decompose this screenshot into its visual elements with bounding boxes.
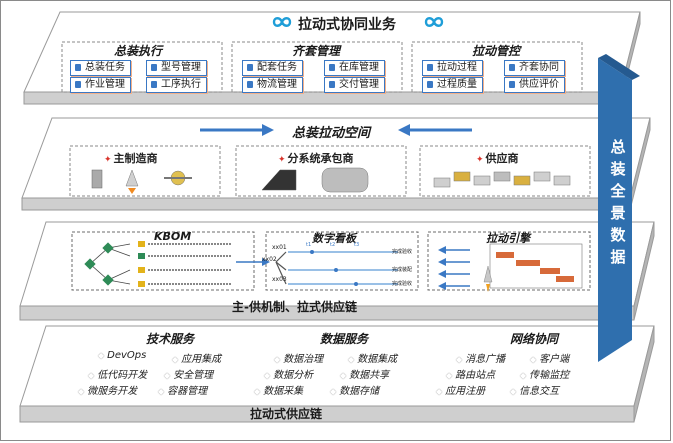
- chip-supply-evaluation[interactable]: 供应评价: [504, 77, 565, 93]
- net-item-broadcast[interactable]: 消息广播: [456, 350, 505, 365]
- chip-inventory-management[interactable]: 在库管理: [324, 60, 385, 76]
- sidebar-char-1: 总: [610, 138, 626, 156]
- tech-item-devops[interactable]: DevOps: [98, 350, 146, 361]
- data-item-analysis[interactable]: 数据分析: [264, 366, 313, 381]
- chip-logistics-management[interactable]: 物流管理: [242, 77, 303, 93]
- chip-kit-task[interactable]: 配套任务: [242, 60, 303, 76]
- board-label-2: xx02: [262, 256, 277, 263]
- data-item-storage[interactable]: 数据存储: [330, 382, 379, 397]
- board-time-3: t3: [354, 242, 360, 248]
- group-assembly-title: 总装执行: [114, 44, 163, 58]
- board-label-1: xx01: [272, 244, 287, 251]
- layer-3-footer: 主-供机制、拉式供应链: [232, 300, 357, 314]
- chip-process-quality[interactable]: 过程质量: [422, 77, 483, 93]
- chip-pull-process[interactable]: 拉动过程: [422, 60, 483, 76]
- sidebar-char-5: 数: [610, 226, 626, 244]
- net-item-routing[interactable]: 路由站点: [446, 366, 495, 381]
- group-kit-title: 齐套管理: [292, 44, 341, 58]
- tech-item-low-code[interactable]: 低代码开发: [88, 366, 147, 381]
- supplier-products: [433, 171, 571, 188]
- engine-to-board-arrows: [446, 249, 470, 287]
- board-label-3: xx03: [272, 276, 287, 283]
- layer-4-footer: 拉动式供应链: [250, 407, 323, 421]
- data-item-sharing[interactable]: 数据共享: [340, 366, 389, 381]
- data-item-integration[interactable]: 数据集成: [348, 350, 397, 365]
- board-lines: [275, 250, 398, 286]
- panorama-data-arrow: [598, 54, 640, 362]
- net-item-interaction[interactable]: 信息交互: [510, 382, 559, 397]
- chip-delivery-management[interactable]: 交付管理: [324, 77, 385, 93]
- chip-process-execution[interactable]: 工序执行: [146, 77, 207, 93]
- subsystem-products: [261, 167, 369, 193]
- board-status-1: 完成验收: [392, 249, 413, 255]
- tech-item-container[interactable]: 容器管理: [158, 382, 207, 397]
- panel-kbom-title: KBOM: [154, 230, 192, 243]
- panel-pull-engine-title: 拉动引擎: [486, 232, 530, 245]
- sidebar-char-3: 全: [610, 182, 626, 200]
- layer-2-group-outlines: [69, 145, 591, 197]
- space-arrows: [200, 124, 472, 136]
- network-title: 网络协同: [510, 332, 559, 346]
- layer-1-group-outlines: [61, 41, 583, 93]
- tech-service-title: 技术服务: [146, 332, 195, 346]
- data-service-title: 数据服务: [320, 332, 369, 346]
- layer-1-title: 拉动式协同业务: [298, 17, 396, 33]
- infinity-logo-left: [272, 17, 292, 27]
- supplier-label: 供应商: [476, 150, 519, 166]
- net-item-registration[interactable]: 应用注册: [436, 382, 485, 397]
- group-pull-control-title: 拉动管控: [472, 44, 521, 58]
- chip-kit-collaboration[interactable]: 齐套协同: [504, 60, 565, 76]
- board-status-2: 完成装配: [392, 267, 413, 273]
- sidebar-char-2: 装: [610, 160, 626, 178]
- engine-arrowheads: [438, 246, 446, 290]
- layer-2-title: 总装拉动空间: [292, 126, 371, 141]
- tech-item-app-integration[interactable]: 应用集成: [172, 350, 221, 365]
- data-item-governance[interactable]: 数据治理: [274, 350, 323, 365]
- infinity-logo-right: [424, 17, 444, 27]
- sidebar-char-6: 据: [610, 248, 626, 266]
- main-manufacturer-products: [91, 169, 192, 194]
- sidebar-char-4: 景: [610, 204, 626, 222]
- main-manufacturer-label: 主制造商: [104, 150, 158, 166]
- chip-assembly-task[interactable]: 总装任务: [70, 60, 131, 76]
- kbom-to-board-arrows: [236, 258, 270, 266]
- net-item-client[interactable]: 客户端: [530, 350, 569, 365]
- subsystem-contractor-label: 分系统承包商: [278, 150, 354, 166]
- board-time-1: t1: [306, 242, 312, 248]
- board-status-3: 完成验收: [392, 281, 413, 287]
- net-item-monitoring[interactable]: 传输监控: [520, 366, 569, 381]
- chip-model-management[interactable]: 型号管理: [146, 60, 207, 76]
- data-item-collection[interactable]: 数据采集: [254, 382, 303, 397]
- tech-item-microservice[interactable]: 微服务开发: [78, 382, 137, 397]
- chip-operation-management[interactable]: 作业管理: [70, 77, 131, 93]
- engine-gantt: [483, 243, 583, 292]
- panel-digital-board-title: 数字看板: [312, 232, 356, 245]
- board-time-2: t2: [330, 242, 336, 248]
- tech-item-security[interactable]: 安全管理: [164, 366, 213, 381]
